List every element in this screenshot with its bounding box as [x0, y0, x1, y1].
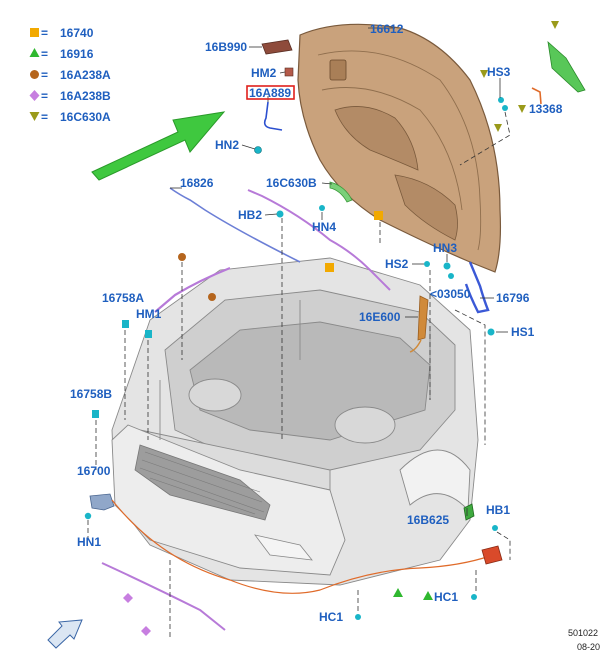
- label-HM2: HM2: [251, 66, 277, 80]
- marker-16C630A-icon: [480, 70, 488, 78]
- label-13368: 13368: [529, 102, 563, 116]
- label-16612: 16612: [370, 22, 404, 36]
- part-release-cable: [111, 499, 491, 594]
- label-HC1-left: HC1: [319, 610, 343, 624]
- dashed-guides: [87, 111, 511, 640]
- part-purple-seal-rear: [247, 189, 391, 291]
- marker-16A238A-icon: [208, 293, 216, 301]
- part-HN3: [443, 262, 451, 270]
- label-HN4: HN4: [312, 220, 336, 234]
- leader-lines: [170, 27, 508, 516]
- legend-triangle-up-icon: [29, 48, 40, 57]
- label-HS2: HS2: [385, 257, 409, 271]
- marker-16C630A-icon: [518, 105, 526, 113]
- marker-16C630A-icon: [494, 124, 502, 132]
- pointer-arrow-icon: [91, 111, 226, 181]
- label-16B625: 16B625: [407, 513, 449, 527]
- label-HB1: HB1: [486, 503, 510, 517]
- label-HM1: HM1: [136, 307, 162, 321]
- part-13368: [531, 87, 542, 105]
- front-direction-arrow-icon: [47, 619, 83, 649]
- label-HN3: HN3: [433, 241, 457, 255]
- marker-16916-icon: [393, 588, 403, 597]
- part-HS2: [424, 261, 430, 267]
- part-HB2: [276, 210, 284, 218]
- part-16C630A-seal: [547, 40, 586, 93]
- legend-item-2-sep: =: [41, 47, 48, 61]
- part-purple-seal-bottom: [101, 562, 226, 631]
- legend: = 16740 = 16916 = 16A238A = 16A238B = 16…: [29, 26, 111, 124]
- label-16E600: 16E600: [359, 310, 401, 324]
- legend-item-1-code: 16740: [60, 26, 94, 40]
- part-16C630B: [329, 181, 353, 203]
- part-16758B: [92, 410, 99, 418]
- part-HS3-b: [502, 105, 508, 111]
- part-HN1: [84, 512, 92, 520]
- marker-16740-icon: [374, 211, 383, 220]
- legend-item-5-code: 16C630A: [60, 110, 111, 124]
- part-HS1: [487, 328, 495, 336]
- legend-item-2-code: 16916: [60, 47, 94, 61]
- label-16B990: 16B990: [205, 40, 247, 54]
- part-HN4: [319, 205, 325, 211]
- label-HC1-right: HC1: [434, 590, 458, 604]
- part-HB1: [481, 545, 503, 565]
- hood-panel: [297, 23, 502, 273]
- label-HS1: HS1: [511, 325, 535, 339]
- part-HB1-clip: [492, 525, 498, 531]
- part-purple-seal-left: [154, 266, 231, 313]
- callouts: 16612 16B990 HM2 16A889 HN2 HS3 13368 16…: [70, 22, 563, 624]
- marker-16916-icon: [423, 591, 433, 600]
- highlight-box: [246, 85, 295, 100]
- symbol-markers: [123, 21, 559, 636]
- part-16E600: [417, 295, 429, 341]
- legend-triangle-down-icon: [29, 112, 40, 121]
- part-16758A: [122, 320, 129, 328]
- label-03050: <03050: [430, 287, 471, 301]
- part-HC1-b: [471, 594, 477, 600]
- label-HS3: HS3: [487, 65, 511, 79]
- part-16A889: [263, 101, 283, 131]
- label-HN2: HN2: [215, 138, 239, 152]
- legend-circle-icon: [30, 70, 39, 79]
- footer-code: 501022: [568, 628, 598, 638]
- marker-16A238A-icon: [178, 253, 186, 261]
- part-16B990: [261, 39, 293, 55]
- legend-item-3-code: 16A238A: [60, 68, 111, 82]
- legend-item-5-sep: =: [41, 110, 48, 124]
- marker-16740-icon: [325, 263, 334, 272]
- label-HN1: HN1: [77, 535, 101, 549]
- part-16700: [89, 493, 115, 511]
- part-HN2: [254, 146, 262, 154]
- label-HB2: HB2: [238, 208, 262, 222]
- part-16E600-wire: [409, 339, 422, 353]
- car-body: [111, 257, 479, 586]
- legend-diamond-icon: [29, 90, 40, 101]
- part-16826: [169, 187, 301, 263]
- label-16796: 16796: [496, 291, 530, 305]
- label-16758A: 16758A: [102, 291, 144, 305]
- legend-item-3-sep: =: [41, 68, 48, 82]
- part-HM2: [284, 67, 294, 77]
- label-16700: 16700: [77, 464, 111, 478]
- legend-square-icon: [30, 28, 39, 37]
- part-16796: [464, 261, 490, 314]
- part-HS3: [498, 97, 504, 103]
- legend-item-4-code: 16A238B: [60, 89, 111, 103]
- part-HM1: [145, 330, 152, 338]
- part-16B625: [463, 503, 475, 521]
- marker-16C630A-icon: [551, 21, 559, 29]
- label-16C630B: 16C630B: [266, 176, 317, 190]
- part-HN3-b: [448, 273, 454, 279]
- label-16826: 16826: [180, 176, 214, 190]
- part-HC1: [355, 614, 361, 620]
- legend-item-4-sep: =: [41, 89, 48, 103]
- footer-date: 08-20: [577, 642, 600, 652]
- label-16758B: 16758B: [70, 387, 112, 401]
- marker-16A238B-icon: [123, 593, 133, 603]
- label-16A889: 16A889: [249, 86, 291, 100]
- legend-item-1-sep: =: [41, 26, 48, 40]
- marker-16A238B-icon: [141, 626, 151, 636]
